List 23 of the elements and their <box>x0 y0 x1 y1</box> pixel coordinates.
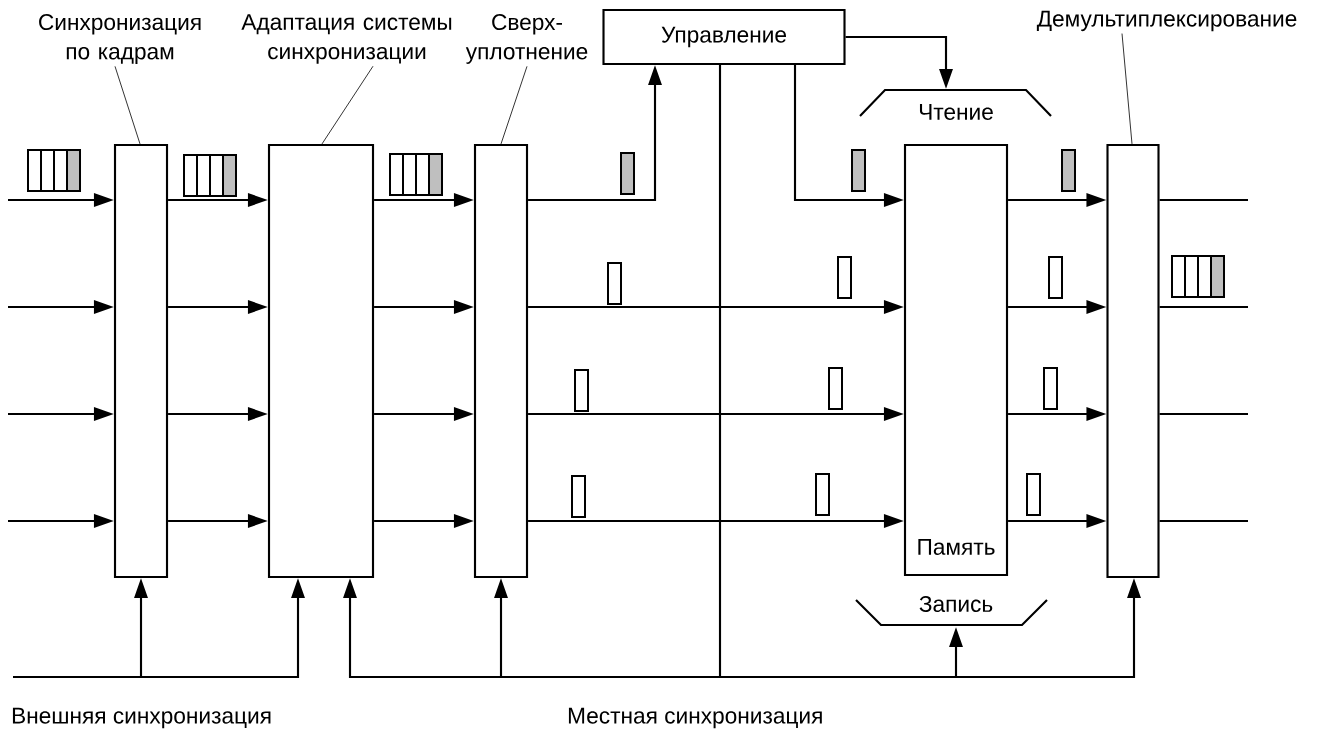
caption-text: Внешняя синхронизация <box>12 707 271 729</box>
block-label: Адаптация системы синхронизации <box>241 14 452 64</box>
write-bracket: Запись <box>855 596 1048 627</box>
block-label: Синхронизация по кадрам <box>39 14 201 64</box>
memory-box: Память <box>903 143 1009 577</box>
line <box>718 65 722 677</box>
block-box <box>113 143 169 579</box>
control-box: Управление <box>602 8 846 66</box>
block-box <box>267 143 375 579</box>
block-label: Демультиплексирование <box>1036 10 1297 32</box>
caption-text: Местная синхронизация <box>568 707 822 729</box>
line <box>1159 305 1248 309</box>
read-bracket: Чтение <box>859 88 1052 120</box>
block-box <box>473 143 529 579</box>
leader-line <box>114 65 141 145</box>
line <box>1159 198 1248 202</box>
line <box>1159 519 1248 523</box>
leader-line <box>1121 33 1133 145</box>
leader-line <box>500 65 528 145</box>
block-label: Сверх- уплотнение <box>465 14 588 64</box>
line <box>1159 412 1248 416</box>
leader-line <box>321 65 374 145</box>
block-box <box>1106 143 1160 579</box>
